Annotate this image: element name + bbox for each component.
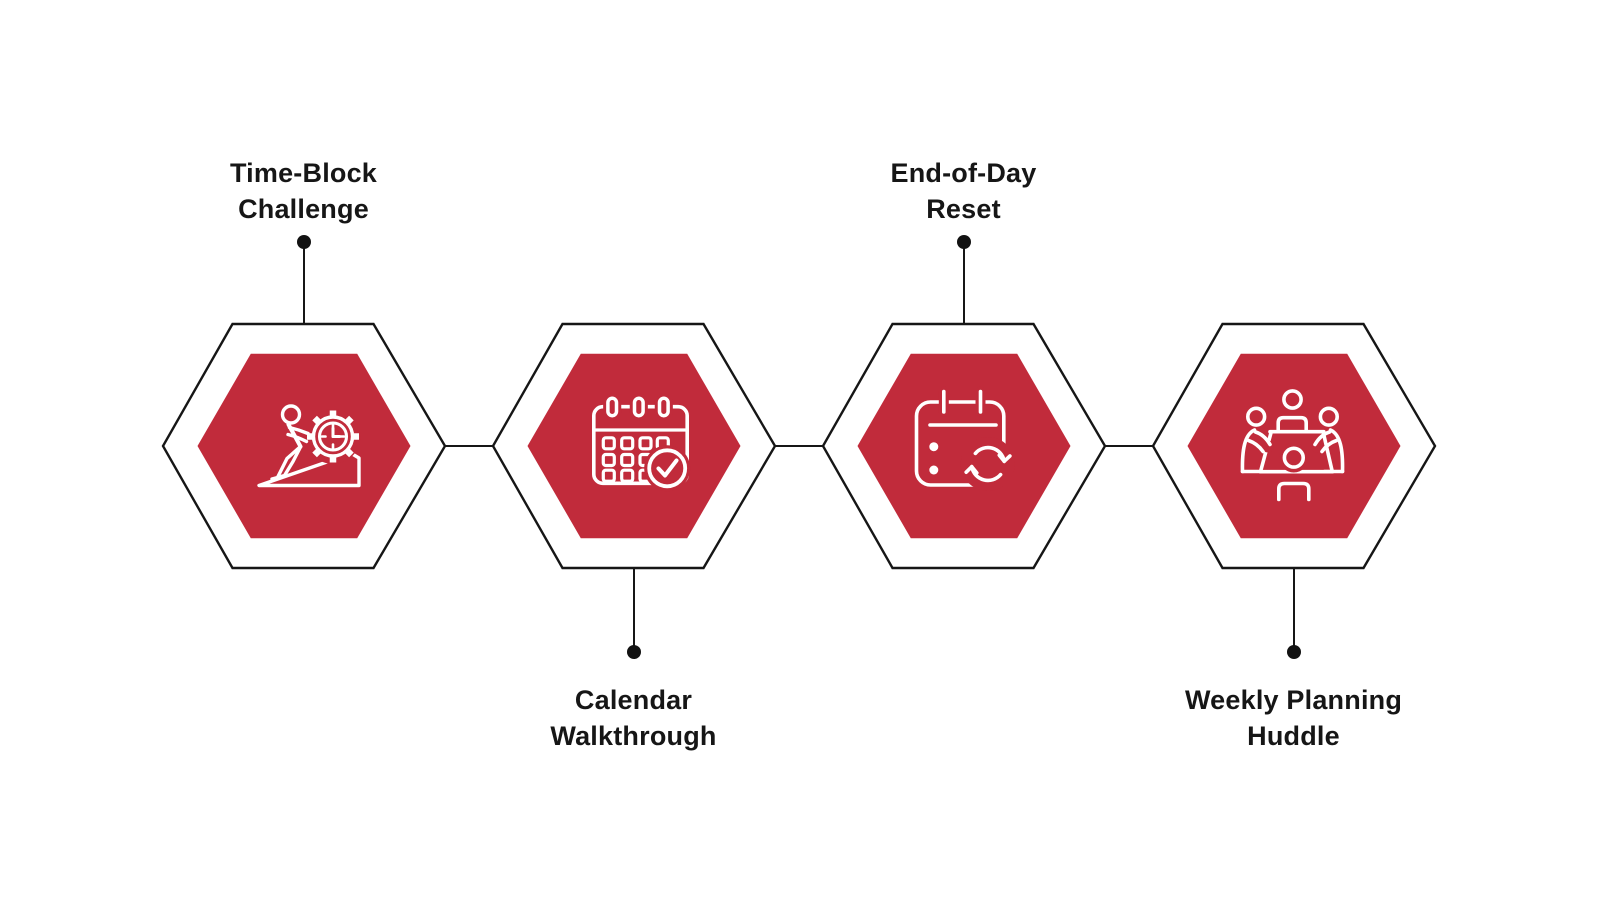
calendar-sync-arrows-icon bbox=[914, 386, 1015, 491]
node-1-connector-dot bbox=[296, 235, 311, 249]
node-3-label-line1: End-of-Day bbox=[890, 158, 1037, 188]
calendar-checkmark-icon bbox=[591, 393, 690, 492]
node-4-connector-dot bbox=[1286, 645, 1301, 659]
node-1-label: Time-Block Challenge bbox=[114, 155, 494, 227]
node-3-label-line2: Reset bbox=[926, 194, 1001, 224]
connector-link-3-4 bbox=[1104, 445, 1153, 447]
node-4-label-line2: Huddle bbox=[1247, 721, 1340, 751]
node-2-label: Calendar Walkthrough bbox=[444, 682, 824, 754]
node-4-label: Weekly Planning Huddle bbox=[1104, 682, 1484, 754]
node-1-connector-line bbox=[302, 242, 305, 324]
node-1-hexagon bbox=[161, 322, 446, 570]
node-4-connector-line bbox=[1292, 568, 1295, 652]
meeting-people-around-table-icon bbox=[1240, 389, 1344, 502]
node-2-connector-dot bbox=[626, 645, 641, 659]
node-3-label: End-of-Day Reset bbox=[774, 155, 1154, 227]
node-2-label-line1: Calendar bbox=[574, 685, 693, 715]
node-2-connector-line bbox=[632, 568, 635, 652]
connector-link-2-3 bbox=[774, 445, 823, 447]
node-4-label-line1: Weekly Planning bbox=[1184, 685, 1403, 715]
node-3-connector-dot bbox=[956, 235, 971, 249]
connector-link-1-2 bbox=[444, 445, 493, 447]
person-pushing-gear-clock-uphill-icon bbox=[256, 404, 361, 488]
node-3-connector-line bbox=[962, 242, 965, 324]
node-3-hexagon bbox=[821, 322, 1106, 570]
node-2-label-line2: Walkthrough bbox=[550, 721, 717, 751]
node-1-label-line2: Challenge bbox=[238, 194, 369, 224]
node-1-label-line1: Time-Block bbox=[229, 158, 378, 188]
